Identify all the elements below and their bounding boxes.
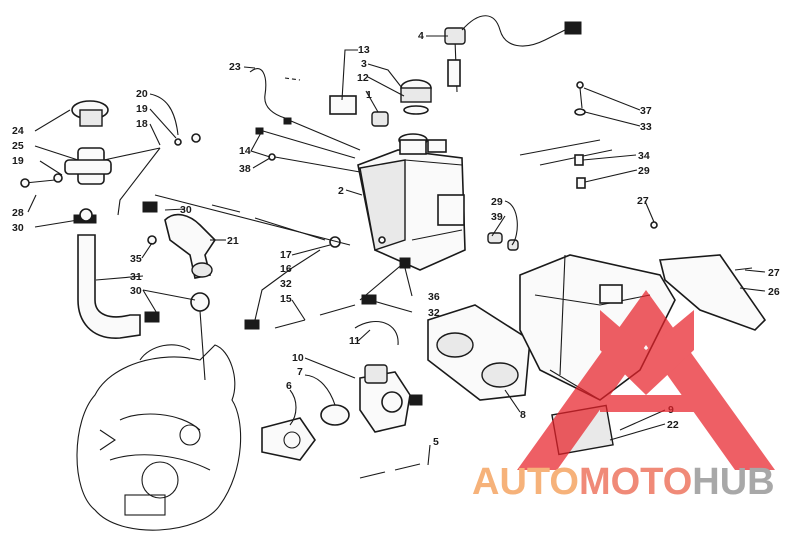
callout-23: 23 xyxy=(229,61,241,73)
fitting xyxy=(399,257,411,269)
callout-7: 7 xyxy=(297,366,303,378)
callout-6: 6 xyxy=(286,380,292,392)
callout-38: 38 xyxy=(239,163,251,175)
callout-5: 5 xyxy=(433,436,439,448)
callout-26: 26 xyxy=(768,286,780,298)
air-silencer xyxy=(519,254,676,401)
grommet xyxy=(371,111,389,127)
carb-clamp xyxy=(320,404,350,426)
washer xyxy=(574,108,586,116)
callout-10: 10 xyxy=(292,352,304,364)
hose-clamp xyxy=(190,292,210,312)
vent-hose xyxy=(249,68,286,119)
callout-34: 34 xyxy=(638,150,650,162)
washer xyxy=(147,235,157,245)
grommet xyxy=(487,232,503,244)
coolant-hose xyxy=(73,208,141,339)
radiator-cap xyxy=(71,100,109,127)
clamp xyxy=(244,319,260,330)
support-rod xyxy=(117,147,161,216)
clip xyxy=(574,154,584,166)
callout-28: 28 xyxy=(12,207,24,219)
callout-37: 37 xyxy=(640,105,652,117)
callout-3: 3 xyxy=(361,58,367,70)
callout-18: 18 xyxy=(136,118,148,130)
callout-15: 15 xyxy=(280,293,292,305)
callout-27: 27 xyxy=(637,195,649,207)
callout-1: 1 xyxy=(366,89,372,101)
callout-39: 39 xyxy=(491,211,503,223)
callout-17: 17 xyxy=(280,249,292,261)
callout-12: 12 xyxy=(357,72,369,84)
callout-31: 31 xyxy=(130,271,142,283)
callout-20: 20 xyxy=(136,88,148,100)
elbow-hose xyxy=(142,201,217,279)
bracket-strip xyxy=(519,139,601,156)
vent-tube xyxy=(354,320,399,346)
callout-4: 4 xyxy=(418,30,424,42)
fuel-line xyxy=(274,319,306,329)
tube xyxy=(394,463,421,471)
callout-36: 36 xyxy=(428,291,440,303)
callout-30c: 30 xyxy=(130,285,142,297)
screw xyxy=(734,267,753,271)
callout-22: 22 xyxy=(667,419,679,431)
air-intake-adapter xyxy=(427,304,531,401)
fuel-line xyxy=(254,217,326,241)
level-sensor xyxy=(444,15,582,93)
callout-16: 16 xyxy=(280,263,292,275)
carburetor xyxy=(359,364,423,433)
callout-30: 30 xyxy=(12,222,24,234)
callout-9: 9 xyxy=(668,404,674,416)
callout-30b: 30 xyxy=(180,204,192,216)
callout-8: 8 xyxy=(520,409,526,421)
callout-32b: 32 xyxy=(428,307,440,319)
callout-11: 11 xyxy=(349,335,360,347)
callout-29: 29 xyxy=(491,196,503,208)
grommet xyxy=(576,177,586,189)
engine-block xyxy=(76,344,242,531)
tube xyxy=(359,471,386,479)
callout-21: 21 xyxy=(227,235,239,247)
nut xyxy=(191,133,201,143)
screw xyxy=(650,221,658,229)
callout-13: 13 xyxy=(358,44,370,56)
intake-flange xyxy=(261,417,316,461)
callout-35: 35 xyxy=(130,253,142,265)
grommet xyxy=(507,239,519,251)
washer xyxy=(174,138,182,146)
air-filter xyxy=(551,404,614,456)
callout-19b: 19 xyxy=(12,155,24,167)
fuel-line xyxy=(211,204,241,213)
clamp xyxy=(361,294,377,305)
callout-2: 2 xyxy=(338,185,344,197)
callout-29b: 29 xyxy=(638,165,650,177)
tee-fitting xyxy=(64,147,161,185)
bracket xyxy=(329,95,357,115)
clip xyxy=(283,117,292,125)
oil-tank xyxy=(357,133,466,271)
clamp-screw xyxy=(144,311,160,323)
screw xyxy=(579,87,583,109)
callout-14: 14 xyxy=(239,145,251,157)
callout-32: 32 xyxy=(280,278,292,290)
callout-33: 33 xyxy=(640,121,652,133)
callout-27b: 27 xyxy=(768,267,780,279)
tank-cap xyxy=(400,79,432,115)
callout-19: 19 xyxy=(136,103,148,115)
washer xyxy=(53,173,63,183)
callout-24: 24 xyxy=(12,125,24,137)
bolt xyxy=(20,178,56,188)
silencer-cover xyxy=(658,254,767,331)
callout-labels: 1 2 3 4 5 6 7 8 9 10 11 12 13 14 15 16 1… xyxy=(12,30,780,448)
callout-25: 25 xyxy=(12,140,24,152)
fuel-line xyxy=(319,304,356,316)
